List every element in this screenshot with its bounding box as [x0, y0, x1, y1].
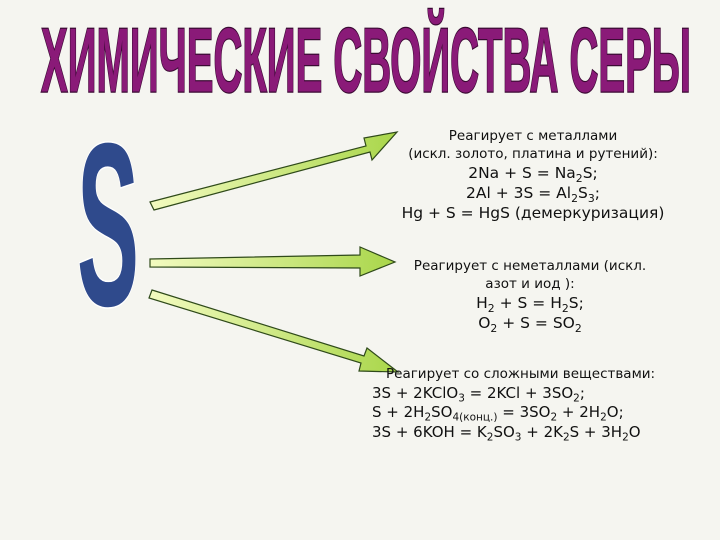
- page-title: ХИМИЧЕСКИЕ СВОЙСТВА СЕРЫ: [41, 8, 691, 111]
- complex-heading: Реагирует со сложными веществами:: [386, 366, 656, 382]
- nonmetals-exceptions: азот и иод ):: [485, 275, 575, 292]
- metals-heading: Реагирует с металлами: [448, 128, 618, 144]
- equation-kclo3: 3S + 2KClO3 = 2KCl + 3SO2;: [372, 383, 585, 405]
- metals-block: Реагирует с металлами (искл. золото, пла…: [388, 128, 678, 224]
- equation-na: 2Na + S = Na2S;: [468, 164, 598, 185]
- equation-h2: H2 + S = H2S;: [476, 294, 584, 315]
- equation-koh: 3S + 6KOH = K2SO3 + 2K2S + 3H2O: [372, 422, 641, 444]
- arrow-to-metals: [149, 131, 399, 211]
- equation-h2so4: S + 2H2SO4(конц.) = 3SO2 + 2H2O;: [372, 403, 624, 424]
- equation-al: 2Al + 3S = Al2S3;: [466, 184, 600, 206]
- sulfur-symbol-letter: S: [77, 95, 139, 355]
- arrow-to-complex: [148, 289, 400, 373]
- arrow-to-nonmetals: [149, 246, 397, 277]
- equation-o2: O2 + S = SO2: [478, 314, 582, 336]
- nonmetals-block: Реагирует с неметаллами (искл. азот и ио…: [395, 258, 665, 336]
- equation-hg: Hg + S = HgS (демеркуризация): [401, 204, 665, 223]
- metals-exceptions: (искл. золото, платина и рутений):: [408, 145, 658, 162]
- nonmetals-heading: Реагирует с неметаллами (искл.: [413, 258, 647, 274]
- complex-block: Реагирует со сложными веществами: 3S + 2…: [372, 366, 702, 442]
- title-wordart: ХИМИЧЕСКИЕ СВОЙСТВА СЕРЫ: [40, 7, 692, 113]
